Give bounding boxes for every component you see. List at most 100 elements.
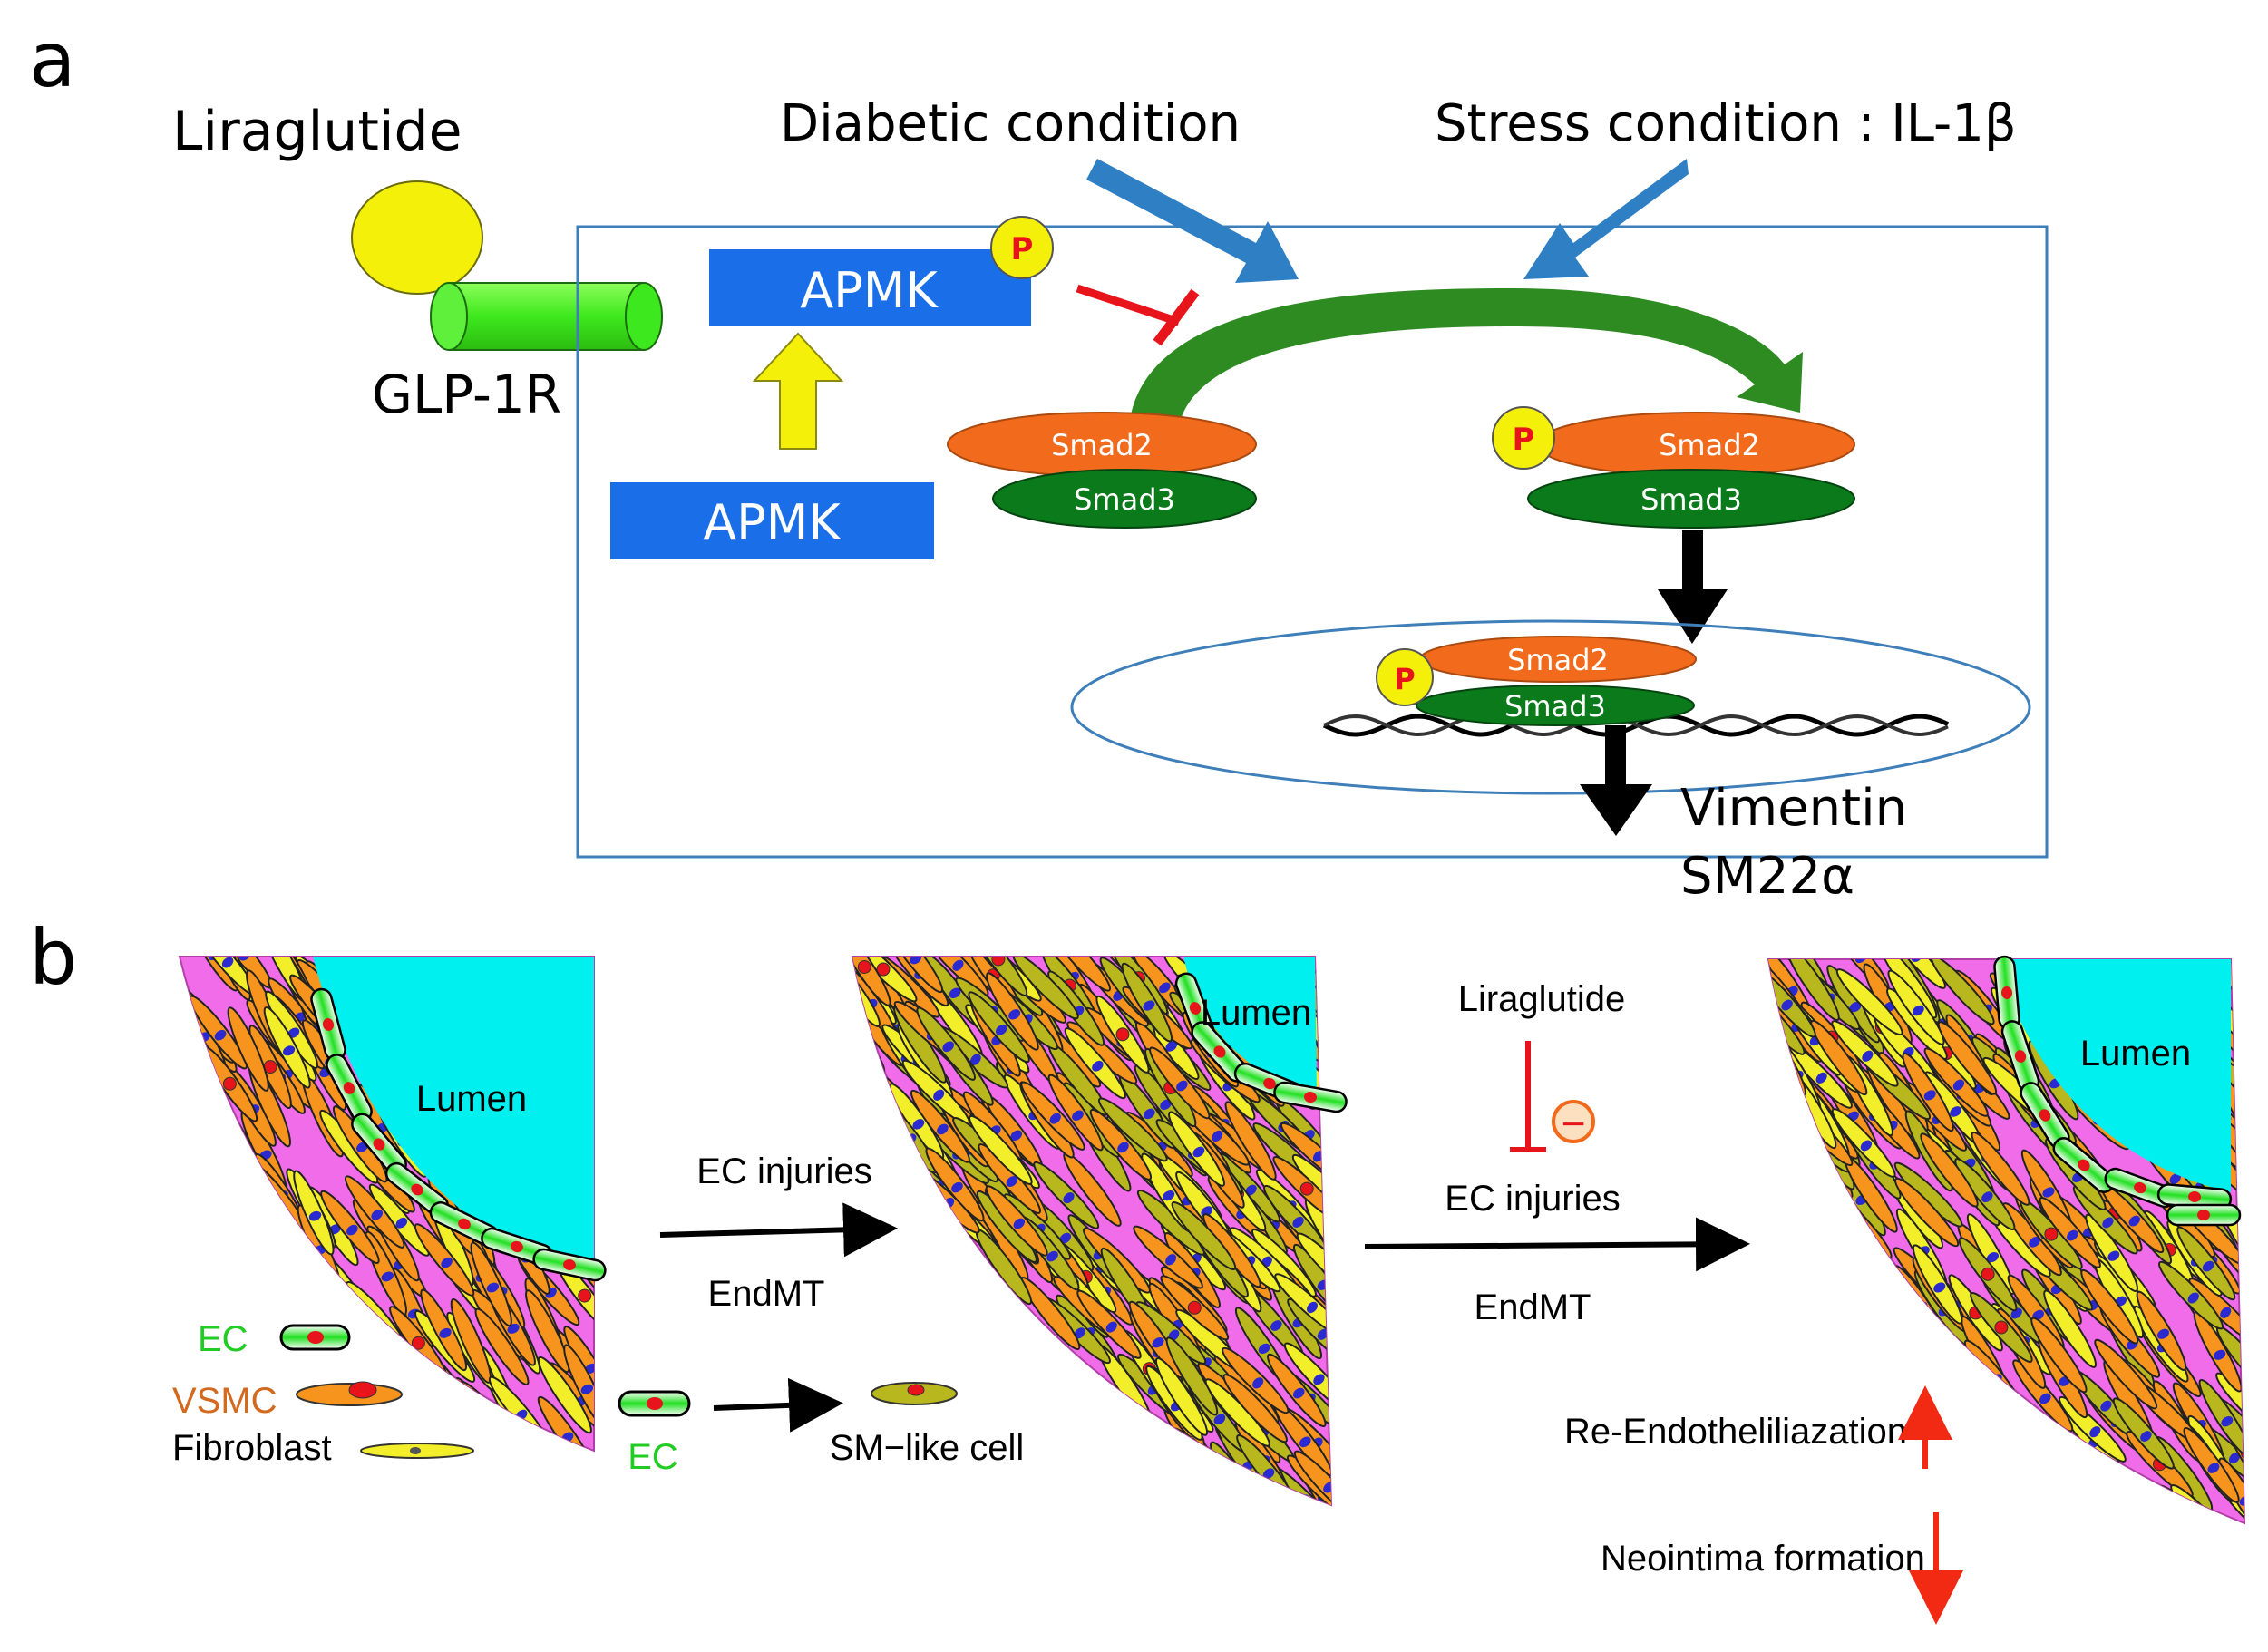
tissue-cell <box>1046 957 1112 992</box>
tissue-cell <box>1026 1344 1077 1424</box>
tissue-cell-body <box>923 1268 976 1348</box>
panel-b: b Lumen Lumen Lumen EC injuries <box>29 913 2246 1625</box>
tissue-cell-nucleus <box>1049 1113 1061 1124</box>
tissue-cell-nucleus <box>1965 1491 1978 1502</box>
tissue-cell <box>180 1089 209 1161</box>
tissue-cell-nucleus <box>937 1123 949 1135</box>
tissue-cell-nucleus <box>1198 1453 1212 1466</box>
tissue-cell-nucleus <box>1933 1282 1946 1293</box>
tissue-cell-nucleus <box>1212 1130 1223 1142</box>
tissue-cell <box>263 1006 311 1089</box>
tissue-cell-body <box>1012 957 1079 1020</box>
tissue-cell-nucleus <box>1000 1406 1013 1418</box>
tissue-cell-nucleus <box>229 1295 242 1307</box>
tissue-cell <box>335 1398 389 1451</box>
tissue-cell-nucleus <box>2207 1463 2220 1473</box>
tissue-cell-body <box>905 1292 974 1359</box>
tissue-cell <box>1782 1247 1832 1329</box>
tissue-cell-body <box>1785 959 1840 1022</box>
tissue-cell <box>249 1217 297 1300</box>
tissue-cell-body <box>2047 1466 2112 1523</box>
tissue-cell-body <box>1154 1357 1209 1436</box>
tissue-cell <box>420 1288 468 1372</box>
tissue-cell-body <box>1776 1264 1845 1330</box>
tissue-cell-body <box>1076 1405 1136 1480</box>
tissue-cell-body <box>1078 1435 1135 1505</box>
tissue-cell <box>1797 1337 1866 1404</box>
tissue-cell-nucleus <box>2010 1495 2022 1506</box>
tissue-cell-nucleus <box>1986 1252 2000 1263</box>
tissue-cell-nucleus <box>1292 1387 1305 1399</box>
tissue-cell-nucleus <box>1950 1106 1961 1117</box>
tissue-cell-body <box>860 1292 921 1365</box>
tissue-cell-nucleus <box>1807 1294 1819 1306</box>
tissue-cell <box>852 957 891 1006</box>
tissue-cell <box>925 1147 985 1222</box>
tissue-cell-nucleus <box>2221 1416 2234 1427</box>
tissue-cell-nucleus <box>266 1268 278 1279</box>
tissue-cell-body <box>525 1289 570 1374</box>
tissue-cell-nucleus <box>1213 1414 1226 1425</box>
tissue-cell-body <box>1797 1247 1851 1326</box>
tissue-cell <box>975 1473 1037 1505</box>
tissue-cell <box>2012 1359 2074 1433</box>
tissue-cell <box>192 1232 234 1318</box>
tissue-cell-body <box>1979 1461 2036 1523</box>
tissue-cell-nucleus <box>1168 1503 1183 1519</box>
tissue-cell <box>1171 1200 1237 1271</box>
tissue-cell-nucleus <box>1313 1374 1325 1385</box>
tissue-cell <box>2043 1289 2097 1368</box>
tissue-cell-body <box>194 1207 248 1286</box>
tissue-cell-body <box>1827 1263 1897 1328</box>
glp1r-receptor <box>430 282 663 351</box>
tissue-cell-body <box>1768 1079 1806 1155</box>
tissue-cell-nucleus <box>1994 1320 2009 1335</box>
tissue-cell <box>1982 1454 2047 1523</box>
tissue-cell-body <box>1937 1021 1998 1095</box>
tissue-cell-body <box>1118 1473 1182 1505</box>
tissue-cell-body <box>1929 1443 1993 1514</box>
tissue-cell-body <box>917 1293 975 1370</box>
tissue-cell <box>1141 1471 1202 1505</box>
endothelial-cell-nucleus <box>2078 1159 2090 1171</box>
tissue-cell-nucleus <box>2239 1495 2244 1506</box>
phosphorylation-pathway-arrow <box>1129 288 1803 426</box>
tissue-cell-nucleus <box>1815 1385 1828 1395</box>
tissue-cell-nucleus <box>1854 959 1867 964</box>
tissue-cell <box>1979 1461 2036 1523</box>
tissue-cell <box>2157 1260 2224 1330</box>
tissue-cell <box>917 1293 975 1370</box>
tissue-cell-nucleus <box>1074 1327 1085 1339</box>
ec-injuries-label-2: EC injuries <box>1445 1179 1620 1219</box>
tissue-cell-body <box>1850 1305 1920 1372</box>
tissue-cell <box>852 1307 908 1383</box>
tissue-cell <box>1020 1081 1085 1151</box>
tissue-cell-nucleus <box>1328 1235 1331 1246</box>
tissue-cell-body <box>1070 1446 1131 1505</box>
transition-ec-label: EC <box>628 1437 678 1477</box>
endmt-label-2: EndMT <box>1475 1288 1591 1327</box>
tissue-cell <box>563 1344 594 1428</box>
tissue-cell-nucleus <box>1072 1504 1089 1521</box>
tissue-cell-nucleus <box>2044 1227 2059 1241</box>
tissue-cell-nucleus <box>2089 1426 2101 1438</box>
tissue-cell <box>1860 1316 1926 1385</box>
tissue-cell <box>1154 1357 1209 1436</box>
tissue-cell-nucleus <box>1307 1301 1318 1314</box>
endothelial-cell-nucleus <box>2188 1190 2201 1203</box>
tissue-cell-nucleus <box>910 957 922 965</box>
tissue-cell-body <box>1768 1326 1796 1408</box>
tissue-cell-nucleus <box>951 1181 963 1193</box>
tissue-cell-nucleus <box>395 1217 408 1229</box>
endothelial-cell-nucleus <box>2039 1109 2051 1122</box>
tissue-cell-nucleus <box>2187 1292 2199 1304</box>
tissue-cell-nucleus <box>1815 1338 1827 1350</box>
transition-ec-nucleus <box>647 1397 663 1410</box>
tissue-cell-nucleus <box>2098 1490 2110 1501</box>
tissue-cell <box>194 1207 248 1286</box>
tissue-cell <box>852 1226 890 1301</box>
smad3-phospho <box>1527 469 1855 529</box>
tissue-cell-nucleus <box>926 1235 938 1248</box>
tissue-cell-nucleus <box>1323 957 1331 966</box>
